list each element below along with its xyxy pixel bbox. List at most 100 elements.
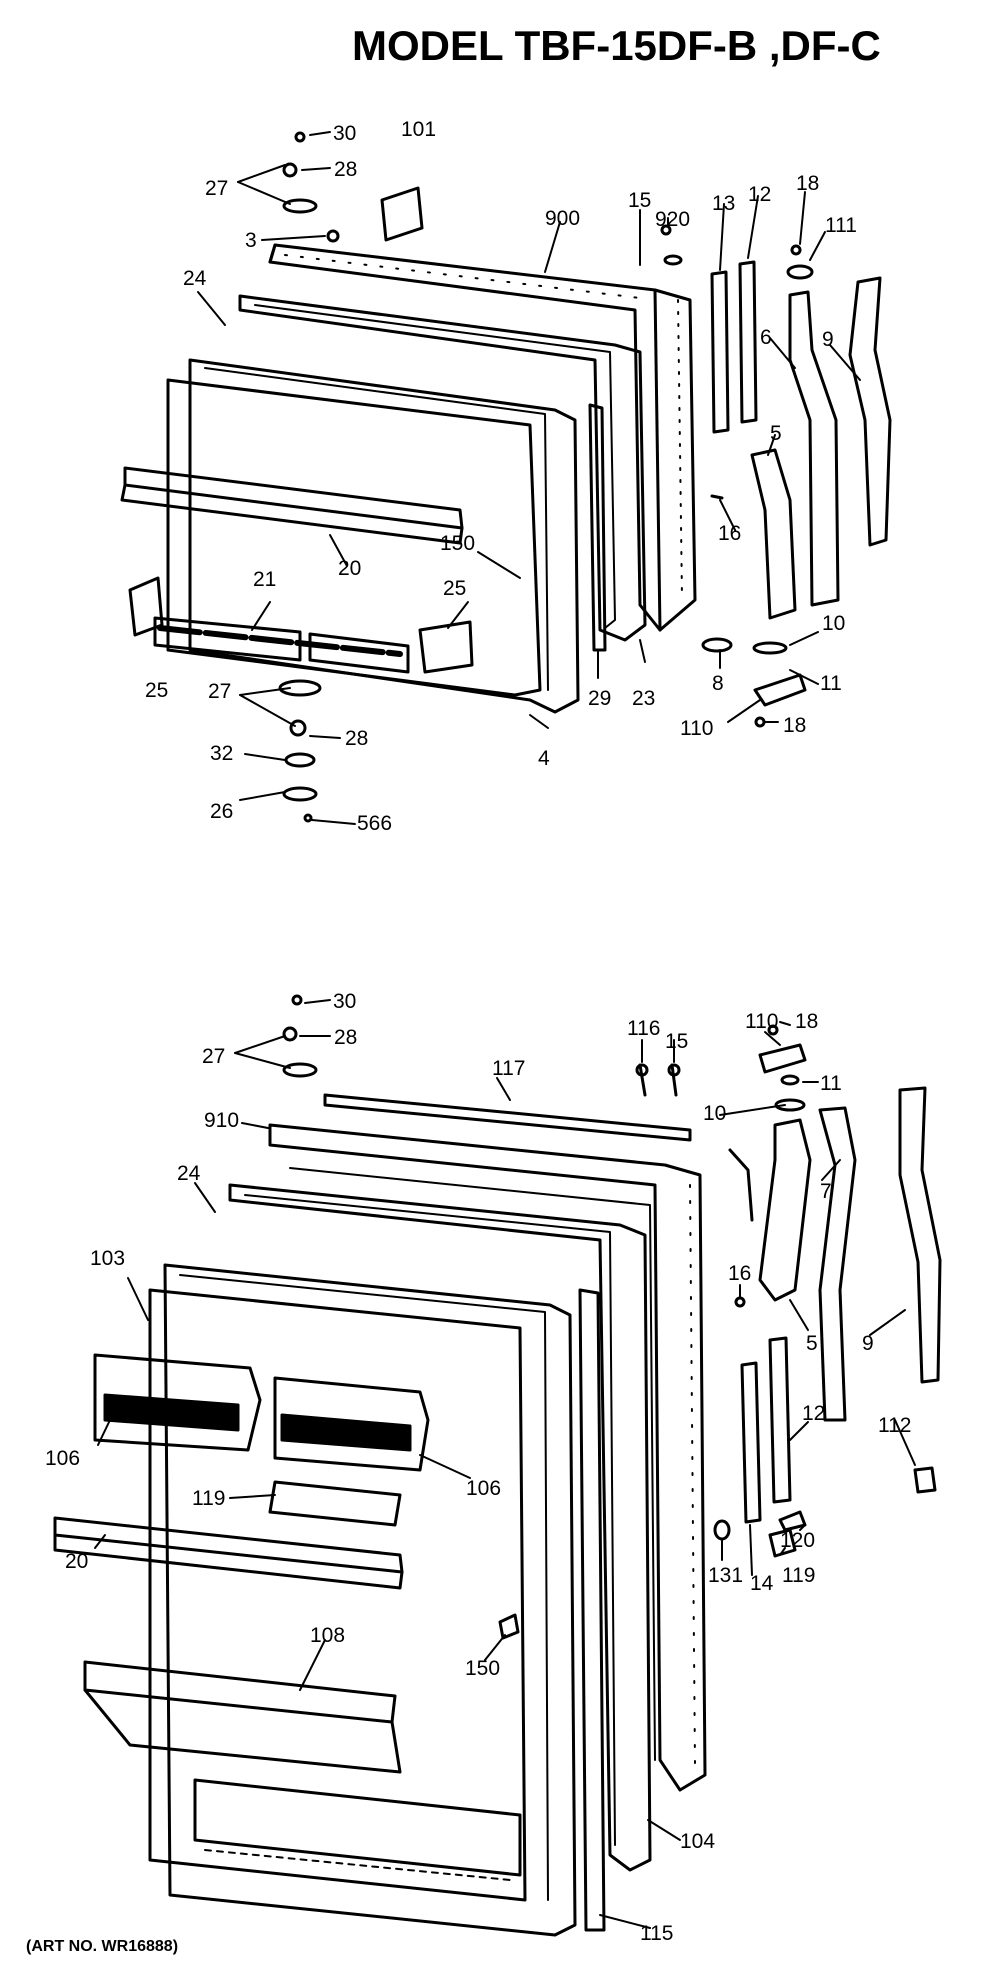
callout-120: 120 [780, 1529, 815, 1552]
callout-112: 112 [878, 1414, 911, 1437]
handle-6 [788, 290, 840, 607]
callout-29: 29 [588, 687, 611, 710]
callout-101: 101 [401, 118, 436, 141]
callout-115: 115 [640, 1922, 673, 1945]
callout-24-b: 24 [177, 1162, 201, 1185]
callout-566: 566 [357, 812, 392, 835]
upper-top-hardware [282, 131, 814, 280]
callout-30-b: 30 [333, 990, 356, 1013]
door-shelf-21 [153, 616, 410, 674]
trim-strip-12 [738, 260, 758, 424]
hinge-bracket-25-right [418, 620, 474, 674]
bottom-rail [193, 1778, 522, 1877]
callout-28: 28 [334, 158, 357, 181]
callout-18: 18 [796, 172, 819, 195]
callout-9: 9 [822, 328, 834, 351]
door-shelf-20 [120, 466, 464, 545]
callout-30: 30 [333, 122, 356, 145]
callout-5: 5 [770, 422, 782, 445]
trim-strip-12-lower [768, 1336, 792, 1504]
handle-trim-7 [818, 1106, 857, 1422]
door-bin-106-right [273, 1376, 430, 1472]
upper-door-assembly [120, 131, 892, 825]
hinge-bracket-25-left [128, 576, 164, 637]
handle-trim-9 [848, 276, 892, 547]
callout-910: 910 [204, 1109, 239, 1132]
callout-14: 14 [750, 1572, 774, 1595]
upper-bottom-hardware [278, 679, 322, 823]
callout-110-b: 110 [745, 1010, 778, 1033]
callout-150-b: 150 [465, 1657, 500, 1680]
breaker-strip-29 [588, 403, 607, 652]
handle-trim-9-lower [898, 1086, 942, 1384]
outer-door-panel-900 [268, 243, 697, 632]
callout-26: 26 [210, 800, 233, 823]
callout-12: 12 [748, 183, 771, 206]
callout-920: 920 [655, 208, 690, 231]
trim-strip-13 [710, 270, 730, 434]
callout-150: 150 [440, 532, 475, 555]
door-bin-106-left [93, 1353, 262, 1452]
callout-11-b: 11 [820, 1072, 842, 1095]
callout-13: 13 [712, 192, 735, 215]
callout-10-b: 10 [703, 1102, 726, 1125]
callout-119-b: 119 [782, 1564, 815, 1587]
upper-callout-numbers: 30 101 28 27 3 900 15 920 13 12 18 111 2… [145, 118, 857, 835]
callout-24: 24 [183, 267, 207, 290]
clip-101 [380, 186, 424, 242]
callout-27-b: 27 [202, 1045, 225, 1068]
callout-6: 6 [760, 326, 772, 349]
callout-18-b: 18 [795, 1010, 818, 1033]
callout-25-left: 25 [145, 679, 168, 702]
callout-131: 131 [708, 1564, 743, 1587]
callout-106-right: 106 [466, 1477, 501, 1500]
callout-117: 117 [492, 1057, 525, 1080]
gasket-strip-117 [323, 1093, 692, 1142]
callout-11: 11 [820, 672, 842, 695]
art-number: (ART NO. WR16888) [26, 1938, 179, 1955]
callout-15-b: 15 [665, 1030, 688, 1053]
callout-28-b: 28 [334, 1026, 357, 1049]
lower-leader-lines [94, 999, 916, 1929]
callout-111: 111 [825, 214, 857, 237]
callout-106-left: 106 [45, 1447, 80, 1470]
callout-12-b: 12 [802, 1402, 825, 1425]
callout-900: 900 [545, 207, 580, 230]
callout-116: 116 [627, 1017, 660, 1040]
diagram-title: MODEL TBF-15DF-B ,DF-C [352, 22, 881, 69]
outer-door-panel-910 [268, 1123, 707, 1792]
door-gasket-104 [228, 1183, 652, 1872]
callout-9-b: 9 [862, 1332, 874, 1355]
upper-leader-lines [197, 131, 861, 825]
trim-strip-14 [740, 1361, 762, 1524]
callout-104: 104 [680, 1830, 715, 1853]
callout-118: 119 [192, 1487, 225, 1510]
callout-110: 110 [680, 717, 713, 740]
door-shelf-20-lower [53, 1516, 404, 1590]
callout-8: 8 [712, 672, 724, 695]
handle-5 [750, 448, 797, 620]
breaker-strip-115 [578, 1288, 606, 1932]
callout-21: 21 [253, 568, 276, 591]
callout-4: 4 [538, 747, 550, 770]
inner-door-liner [166, 358, 580, 714]
callout-27: 27 [205, 177, 228, 200]
callout-18-lower: 18 [783, 714, 806, 737]
callout-10: 10 [822, 612, 845, 635]
callout-103: 103 [90, 1247, 125, 1270]
callout-3: 3 [245, 229, 257, 252]
butter-compartment-118 [268, 1480, 402, 1527]
callout-15: 15 [628, 189, 651, 212]
door-gasket-23 [238, 294, 647, 642]
callout-28-lower: 28 [345, 727, 368, 750]
lower-callout-numbers: 30 28 27 116 15 110 18 117 11 910 10 24 … [45, 990, 911, 1945]
callout-27-lower: 27 [208, 680, 231, 703]
handle-5-lower [758, 1118, 812, 1302]
callout-16-b: 16 [728, 1262, 751, 1285]
callout-5-b: 5 [806, 1332, 818, 1355]
callout-20: 20 [338, 557, 361, 580]
callout-16: 16 [718, 522, 741, 545]
door-shelf-108 [83, 1660, 402, 1774]
callout-7: 7 [820, 1180, 832, 1203]
